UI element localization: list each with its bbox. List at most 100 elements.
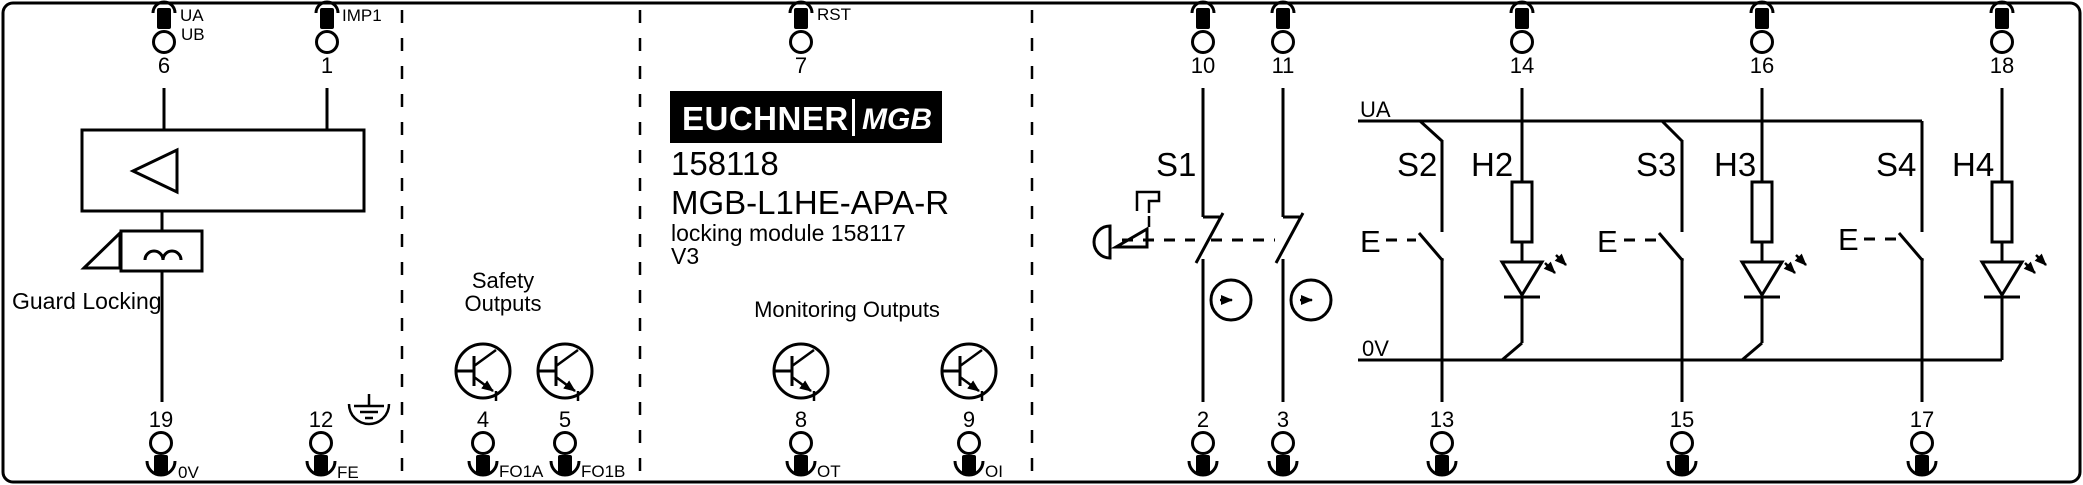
actuation-direction-icon-2: [1289, 278, 1333, 322]
latch-bolt-icon: [1135, 190, 1161, 213]
terminal-number: 11: [1272, 53, 1295, 78]
terminal-label-rst: RST: [817, 5, 851, 24]
terminal-number: 3: [1277, 407, 1289, 432]
terminal-number: 2: [1197, 407, 1209, 432]
h4-resistor: [1990, 180, 2014, 244]
device-description: locking module 158117: [671, 220, 906, 246]
guard-locking-label: Guard Locking: [12, 288, 162, 314]
terminal-9: 9 OI: [953, 407, 1003, 481]
type-designation: MGB-L1HE-APA-R: [671, 184, 949, 221]
door-actuator-icon: [1092, 190, 1161, 260]
s1-nc-contact-blade-1: [1194, 212, 1225, 264]
terminal-number: 4: [477, 407, 489, 432]
h2-led-icon: [1502, 255, 1566, 297]
monitoring-outputs-label: Monitoring Outputs: [754, 297, 940, 322]
terminal-11: 11: [1270, 0, 1296, 78]
zero-v-rail-label: 0V: [1362, 336, 1389, 361]
terminal-13: 13: [1426, 407, 1458, 477]
h3-led-icon: [1742, 255, 1806, 297]
terminal-15: 15: [1666, 407, 1698, 477]
logo-separator: [852, 99, 855, 136]
terminal-19: 19 0V: [145, 407, 199, 482]
terminal-14: 14: [1509, 0, 1535, 78]
s3-actuation-label: E: [1597, 224, 1618, 259]
guard-locking-section: Guard Locking: [12, 88, 391, 426]
terminal-10: 10: [1190, 0, 1216, 78]
terminal-number: 6: [158, 53, 170, 78]
terminal-number: 13: [1430, 407, 1454, 432]
terminal-16: 16: [1749, 0, 1775, 78]
s1-nc-contact-blade-2: [1274, 212, 1305, 264]
switch-lamp-section: UA 0V S2 E H2 S3 E H3: [1358, 88, 2046, 402]
terminal-label-imp1: IMP1: [342, 6, 382, 25]
s4-no-contact-blade: [1897, 232, 1925, 262]
terminal-18: 18: [1989, 0, 2015, 78]
top-terminals: 6 UA UB 1 IMP1 7 RST 10 11 14 16: [151, 0, 2015, 78]
terminal-number: 8: [795, 407, 807, 432]
ua-rail-label: UA: [1360, 97, 1391, 122]
terminal-2: 2: [1187, 407, 1219, 477]
bottom-terminals: 19 0V 12 FE 4 FO1A 5 FO1B 8 OT 9 OI: [145, 407, 1938, 482]
h2-resistor: [1510, 180, 1534, 244]
terminal-label-oi: OI: [985, 462, 1003, 481]
transistor-icon-oi: [942, 344, 996, 401]
s2-no-contact-blade: [1417, 232, 1445, 262]
terminal-5: 5 FO1B: [549, 407, 625, 481]
transistor-icon-fo1b: [538, 344, 592, 401]
terminal-number: 7: [795, 53, 807, 78]
s2-actuation-label: E: [1360, 224, 1381, 259]
h4-led-icon: [1982, 255, 2046, 297]
terminal-number: 10: [1191, 53, 1215, 78]
h2-label: H2: [1471, 146, 1513, 183]
series-logo-text: MGB: [862, 103, 932, 136]
device-id-block: EUCHNER MGB 158118 MGB-L1HE-APA-R lockin…: [670, 91, 949, 269]
terminal-number: 18: [1990, 53, 2014, 78]
transistor-icon-ot: [774, 344, 828, 401]
transistor-icon-fo1a: [456, 344, 510, 401]
terminal-label-0v: 0V: [178, 463, 199, 482]
terminal-label-fe: FE: [337, 463, 359, 482]
terminal-number: 19: [149, 407, 173, 432]
terminal-label-ub: UB: [181, 25, 205, 44]
terminal-number: 12: [309, 407, 333, 432]
terminal-3: 3: [1267, 407, 1299, 477]
h4-label: H4: [1952, 146, 1994, 183]
solenoid-icon: [80, 229, 204, 273]
s1-door-contact-section: S1: [1092, 88, 1333, 402]
s3-no-contact-blade: [1657, 232, 1685, 262]
monitoring-outputs-section: Monitoring Outputs: [754, 297, 996, 401]
s2-label: S2: [1397, 146, 1437, 183]
terminal-1: 1 IMP1: [314, 0, 382, 78]
brand-logo-text: EUCHNER: [682, 100, 849, 137]
terminal-label-ua: UA: [180, 6, 204, 25]
terminal-6: 6 UA UB: [151, 0, 205, 78]
logo-background: [670, 91, 942, 143]
s4-label: S4: [1876, 146, 1916, 183]
amplifier-triangle-icon: [129, 147, 179, 195]
terminal-number: 15: [1670, 407, 1694, 432]
terminal-label-ot: OT: [817, 462, 841, 481]
s1-label: S1: [1156, 146, 1196, 183]
terminal-number: 5: [559, 407, 571, 432]
h3-label: H3: [1714, 146, 1756, 183]
terminal-label-fo1b: FO1B: [581, 462, 625, 481]
article-number: 158118: [671, 145, 779, 182]
terminal-4: 4 FO1A: [467, 407, 544, 481]
earth-icon: [347, 394, 391, 426]
terminal-number: 16: [1750, 53, 1774, 78]
terminal-number: 9: [963, 407, 975, 432]
s3-label: S3: [1636, 146, 1676, 183]
safety-outputs-label-line1: Safety: [472, 268, 534, 293]
device-version: V3: [671, 243, 699, 269]
safety-outputs-section: Safety Outputs: [456, 268, 592, 401]
terminal-8: 8 OT: [785, 407, 841, 481]
safety-outputs-label-line2: Outputs: [464, 291, 541, 316]
terminal-number: 17: [1910, 407, 1934, 432]
terminal-12: 12 FE: [305, 407, 359, 482]
terminal-label-fo1a: FO1A: [499, 462, 544, 481]
terminal-7: 7 RST: [788, 0, 851, 78]
s4-actuation-label: E: [1838, 222, 1859, 257]
